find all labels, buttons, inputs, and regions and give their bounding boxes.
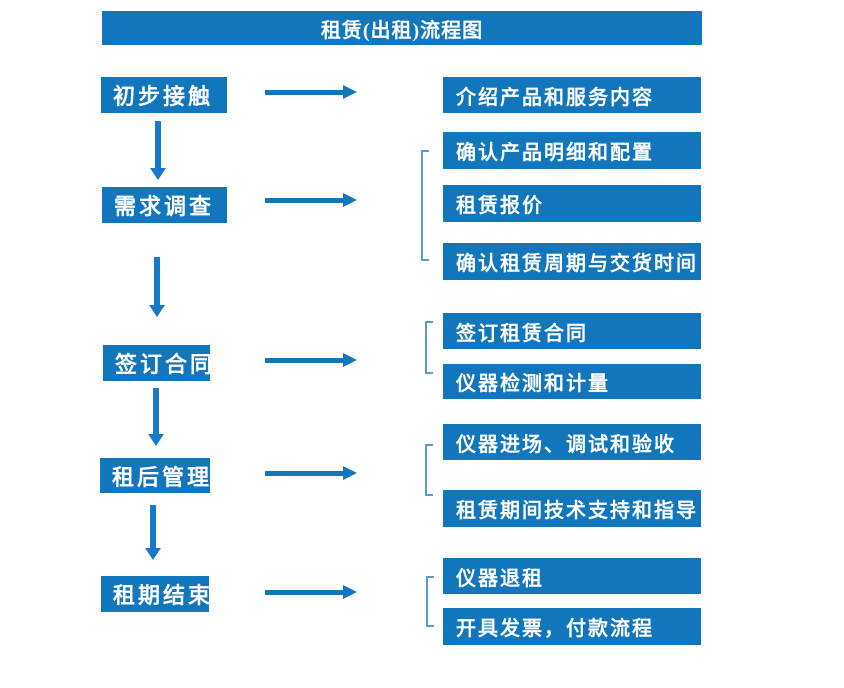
arrow-shaft <box>265 358 345 363</box>
arrow-head <box>343 585 357 599</box>
stage-box-sign-contract: 签订合同 <box>103 345 212 381</box>
arrow-shaft <box>265 90 345 95</box>
detail-box-intro-products: 介绍产品和服务内容 <box>443 77 701 113</box>
arrow-head <box>343 193 357 207</box>
flow-arrow-down-4 <box>145 505 161 560</box>
detail-box-instrument-testing: 仪器检测和计量 <box>443 364 701 399</box>
arrow-shaft <box>153 388 159 434</box>
flow-arrow-down-3 <box>148 388 164 446</box>
detail-box-tech-support: 租赁期间技术支持和指导 <box>443 490 701 527</box>
stage-box-post-rental-management: 租后管理 <box>100 458 210 493</box>
stage-box-initial-contact: 初步接触 <box>101 77 227 113</box>
detail-box-confirm-rental-period: 确认租赁周期与交货时间 <box>443 243 701 280</box>
flow-arrow-down-1 <box>150 121 166 180</box>
arrow-head <box>343 466 357 480</box>
arrow-shaft <box>265 198 345 203</box>
arrow-head <box>149 305 165 317</box>
chart-title: 租赁(出租)流程图 <box>102 11 702 45</box>
group-bracket-rental-end <box>426 576 434 627</box>
flow-arrow-right-4 <box>265 466 357 481</box>
detail-box-rental-quote: 租赁报价 <box>443 185 701 222</box>
flow-arrow-down-2 <box>149 257 165 317</box>
arrow-shaft <box>265 471 345 476</box>
flow-arrow-right-3 <box>265 353 357 368</box>
arrow-shaft <box>154 257 160 305</box>
group-bracket-sign-contract <box>425 321 433 374</box>
group-bracket-demand-survey <box>421 150 429 261</box>
stage-box-rental-end: 租期结束 <box>101 576 210 612</box>
arrow-head <box>145 548 161 560</box>
detail-box-sign-rental-contract: 签订租赁合同 <box>443 313 701 349</box>
flow-arrow-right-2 <box>265 193 357 208</box>
arrow-head <box>148 434 164 446</box>
flow-arrow-right-5 <box>265 585 357 600</box>
detail-box-confirm-product-details: 确认产品明细和配置 <box>443 132 701 169</box>
detail-box-invoice-payment: 开具发票，付款流程 <box>443 608 701 645</box>
detail-box-instrument-return: 仪器退租 <box>443 558 701 594</box>
arrow-head <box>343 85 357 99</box>
detail-box-instrument-setup: 仪器进场、调试和验收 <box>443 424 701 460</box>
arrow-head <box>343 353 357 367</box>
arrow-shaft <box>150 505 156 548</box>
arrow-head <box>150 168 166 180</box>
flow-arrow-right-1 <box>265 85 357 100</box>
group-bracket-post-rental <box>425 444 433 496</box>
stage-box-demand-survey: 需求调查 <box>102 187 227 223</box>
arrow-shaft <box>155 121 161 168</box>
arrow-shaft <box>265 590 345 595</box>
